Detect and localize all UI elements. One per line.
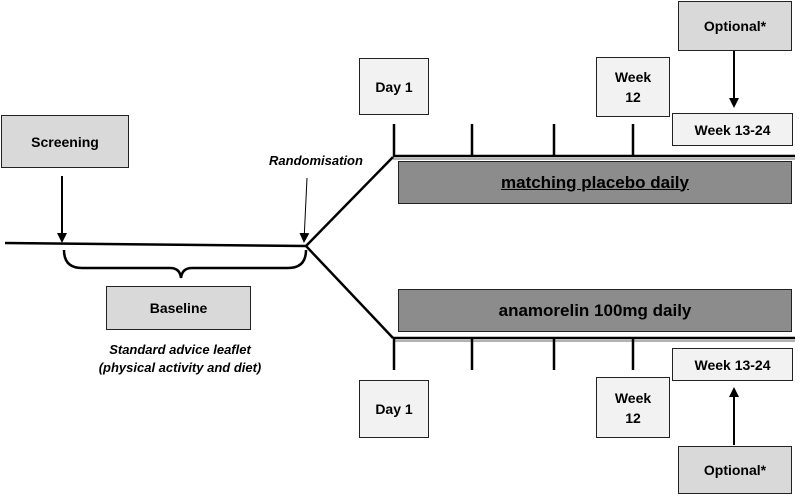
baseline-bracket [62, 249, 308, 279]
anamorelin-arm-box: anamorelin 100mg daily [398, 289, 792, 332]
placebo-day1-box: Day 1 [359, 58, 429, 115]
advice-line-2: (physical activity and diet) [98, 360, 262, 375]
anamorelin-week12-box: Week 12 [596, 377, 670, 438]
placebo-week13-24-label: Week 13-24 [694, 121, 771, 138]
anamorelin-day1-box: Day 1 [359, 380, 429, 438]
branch-lower [305, 245, 394, 339]
placebo-arm-box: matching placebo daily [398, 161, 792, 204]
randomisation-label: Randomisation [269, 153, 363, 168]
branch-upper [305, 156, 394, 247]
anamorelin-week12-line1: Week [614, 389, 652, 406]
placebo-optional-box: Optional* [678, 1, 792, 51]
anamorelin-week13-24-label: Week 13-24 [694, 356, 771, 373]
baseline-box: Baseline [106, 286, 251, 330]
baseline-timeline [4, 241, 307, 248]
anamorelin-week12-line2: 12 [625, 409, 641, 426]
advice-label: Standard advice leaflet (physical activi… [80, 341, 280, 377]
placebo-day1-label: Day 1 [375, 78, 413, 95]
anamorelin-arm-label: anamorelin 100mg daily [498, 300, 692, 320]
screening-label: Screening [31, 133, 99, 150]
anamorelin-optional-box: Optional* [678, 446, 792, 494]
anamorelin-day1-label: Day 1 [375, 401, 413, 417]
placebo-week12-box: Week 12 [596, 57, 670, 117]
baseline-label: Baseline [149, 300, 208, 316]
placebo-week13-24-box: Week 13-24 [672, 113, 793, 146]
anamorelin-week13-24-box: Week 13-24 [672, 348, 793, 381]
screening-box: Screening [1, 115, 129, 168]
placebo-week12-line2: 12 [625, 89, 641, 105]
placebo-week12-line1: Week [614, 69, 652, 85]
placebo-arm-label: matching placebo daily [501, 172, 689, 192]
placebo-optional-label: Optional* [703, 18, 767, 34]
advice-line-1: Standard advice leaflet [109, 342, 251, 357]
anamorelin-optional-label: Optional* [703, 462, 767, 478]
randomisation-arrow [299, 177, 310, 243]
